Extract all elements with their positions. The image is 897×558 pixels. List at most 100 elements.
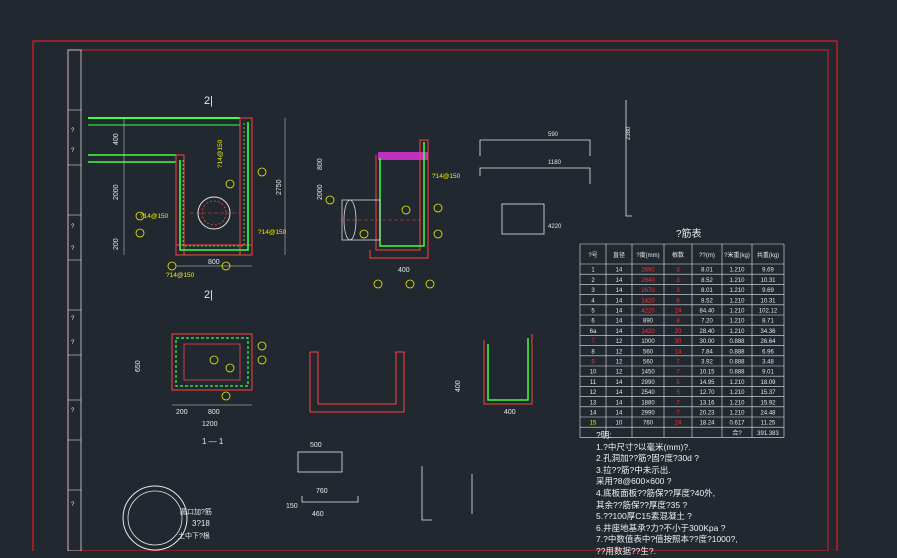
note-item: 3.拉??筋?中未示出. bbox=[596, 464, 671, 475]
title-cell-5: ? bbox=[71, 316, 75, 322]
table-cell: 7.20 bbox=[701, 319, 713, 325]
table-cell: 1.210 bbox=[729, 309, 745, 315]
table-cell: 0.617 bbox=[729, 421, 745, 427]
section-1-1-side: 800 2000 400 ?14@150 bbox=[317, 139, 461, 289]
table-cell: 14 bbox=[616, 319, 623, 325]
table-cell: 1.210 bbox=[729, 380, 745, 386]
table-cell: 3 bbox=[676, 288, 680, 294]
table-cell: 8 bbox=[676, 319, 680, 325]
table-cell: 8 bbox=[591, 349, 595, 355]
table-cell: 6.96 bbox=[762, 349, 774, 355]
table-cell: 11.25 bbox=[761, 421, 776, 427]
table-cell: 14 bbox=[616, 400, 623, 406]
table-cell: 12 bbox=[616, 349, 623, 355]
manhole-note-1: 圆口加?筋 bbox=[180, 507, 212, 516]
dim-460: 460 bbox=[312, 511, 324, 518]
table-cell: 12 bbox=[616, 339, 623, 345]
section-2-label: 2| bbox=[204, 95, 213, 107]
table-cell: 14.95 bbox=[699, 380, 715, 386]
table-cell: 14 bbox=[616, 298, 623, 304]
table-cell: 11 bbox=[590, 380, 597, 386]
table-header-cell: ?号 bbox=[588, 252, 597, 259]
table-cell: 1420 bbox=[641, 329, 655, 335]
table-cell: 30.00 bbox=[699, 339, 715, 345]
drawing-frame-outer bbox=[32, 40, 838, 551]
title-strip bbox=[67, 49, 82, 551]
dim-400-d: 400 bbox=[504, 409, 516, 416]
table-cell: 1.210 bbox=[729, 268, 745, 274]
table-cell: 560 bbox=[643, 349, 654, 355]
table-cell: 18.09 bbox=[760, 380, 776, 386]
table-cell: 8.71 bbox=[762, 319, 774, 325]
table-cell: 2 bbox=[591, 278, 595, 284]
table-cell: 12 bbox=[616, 370, 623, 376]
table-cell: 6 bbox=[676, 298, 680, 304]
table-cell: 14 bbox=[616, 390, 623, 396]
table-cell: 13.16 bbox=[699, 400, 715, 406]
table-cell: 6a bbox=[590, 329, 597, 335]
table-cell: 34.36 bbox=[760, 329, 776, 335]
table-title: ?筋表 bbox=[676, 227, 702, 240]
table-cell: 14 bbox=[616, 309, 623, 315]
dim-200-plan: 200 bbox=[176, 409, 188, 416]
table-cell: 7 bbox=[591, 339, 595, 345]
title-cell-8: ? bbox=[71, 502, 75, 508]
table-cell: 26.64 bbox=[760, 339, 776, 345]
dim-1200-plan: 1200 bbox=[202, 421, 218, 428]
table-cell: 24 bbox=[675, 421, 682, 427]
u-section-b: 400 400 bbox=[455, 334, 533, 416]
table-cell: 13 bbox=[590, 400, 597, 406]
table-cell: 890 bbox=[643, 319, 654, 325]
notes-block: ?明: 1.?中尺寸?以毫米(mm)?.2.孔洞加??筋?固?度?30d ?3.… bbox=[596, 430, 826, 558]
table-cell: 10.15 bbox=[699, 370, 715, 376]
dim-2380: 2380 bbox=[626, 126, 632, 140]
table-cell: 8.52 bbox=[701, 278, 713, 284]
table-cell: 2990 bbox=[641, 380, 655, 386]
table-cell: 14 bbox=[616, 278, 623, 284]
u-section-a bbox=[309, 351, 405, 413]
table-cell: 5 bbox=[676, 390, 680, 396]
table-header-cell: ?米重(kg) bbox=[724, 251, 750, 259]
manhole-ring: 圆口加?筋 3?18 土中下?根 bbox=[122, 485, 212, 551]
dim-1180: 1180 bbox=[548, 160, 562, 166]
dim-2000-b: 2000 bbox=[317, 184, 324, 200]
table-cell: 1 bbox=[591, 268, 595, 274]
title-cell-7: ? bbox=[71, 408, 75, 414]
title-cell-4: ? bbox=[71, 246, 75, 252]
note-item: 采用?8@600×600 ? bbox=[596, 476, 672, 487]
note-item: 其余??筋保??厚度?35 ? bbox=[596, 499, 688, 510]
title-cell-2: ? bbox=[71, 148, 75, 154]
table-cell: 8.52 bbox=[701, 298, 713, 304]
table-cell: 1.210 bbox=[729, 278, 745, 284]
table-cell: 14 bbox=[616, 411, 623, 417]
dim-2750: 2750 bbox=[276, 179, 283, 195]
table-cell: 7 bbox=[676, 411, 680, 417]
table-cell: 760 bbox=[643, 421, 654, 427]
table-cell: 12 bbox=[590, 390, 597, 396]
table-cell: 15 bbox=[590, 421, 597, 427]
title-cell-6: ? bbox=[71, 340, 75, 346]
plan-view: 200 800 1200 650 1 — 1 bbox=[135, 333, 267, 446]
table-cell: 102.12 bbox=[759, 309, 778, 315]
table-cell: 0.888 bbox=[729, 360, 745, 366]
note-item: 1.?中尺寸?以毫米(mm)?. bbox=[596, 441, 691, 452]
table-cell: 84.40 bbox=[699, 309, 715, 315]
manhole-note-2: 3?18 bbox=[192, 519, 210, 528]
table-cell: 1.210 bbox=[729, 298, 745, 304]
rebar-label-right: ?14@150 bbox=[258, 229, 287, 236]
table-cell: 4220 bbox=[641, 309, 655, 315]
rebar-label-pipe: ?14@150 bbox=[140, 213, 169, 220]
table-header-cell: 直径 bbox=[613, 251, 625, 259]
table-cell: 1000 bbox=[641, 339, 655, 345]
table-cell: 4 bbox=[591, 298, 595, 304]
section-2-2: 2| 2| 400 2000 2750 200 800 ?14@150 ?14@… bbox=[88, 95, 287, 301]
note-item: 6.井座地基承?力?不小于300Kpa ? bbox=[596, 522, 726, 533]
dim-500: 500 bbox=[310, 442, 322, 449]
note-item: ??用数据??生?. bbox=[596, 545, 656, 556]
table-cell: 18.24 bbox=[699, 421, 715, 427]
table-cell: 9.69 bbox=[762, 268, 774, 274]
table-cell: 7 bbox=[676, 360, 680, 366]
notes-list: 1.?中尺寸?以毫米(mm)?.2.孔洞加??筋?固?度?30d ?3.拉??筋… bbox=[596, 442, 826, 558]
